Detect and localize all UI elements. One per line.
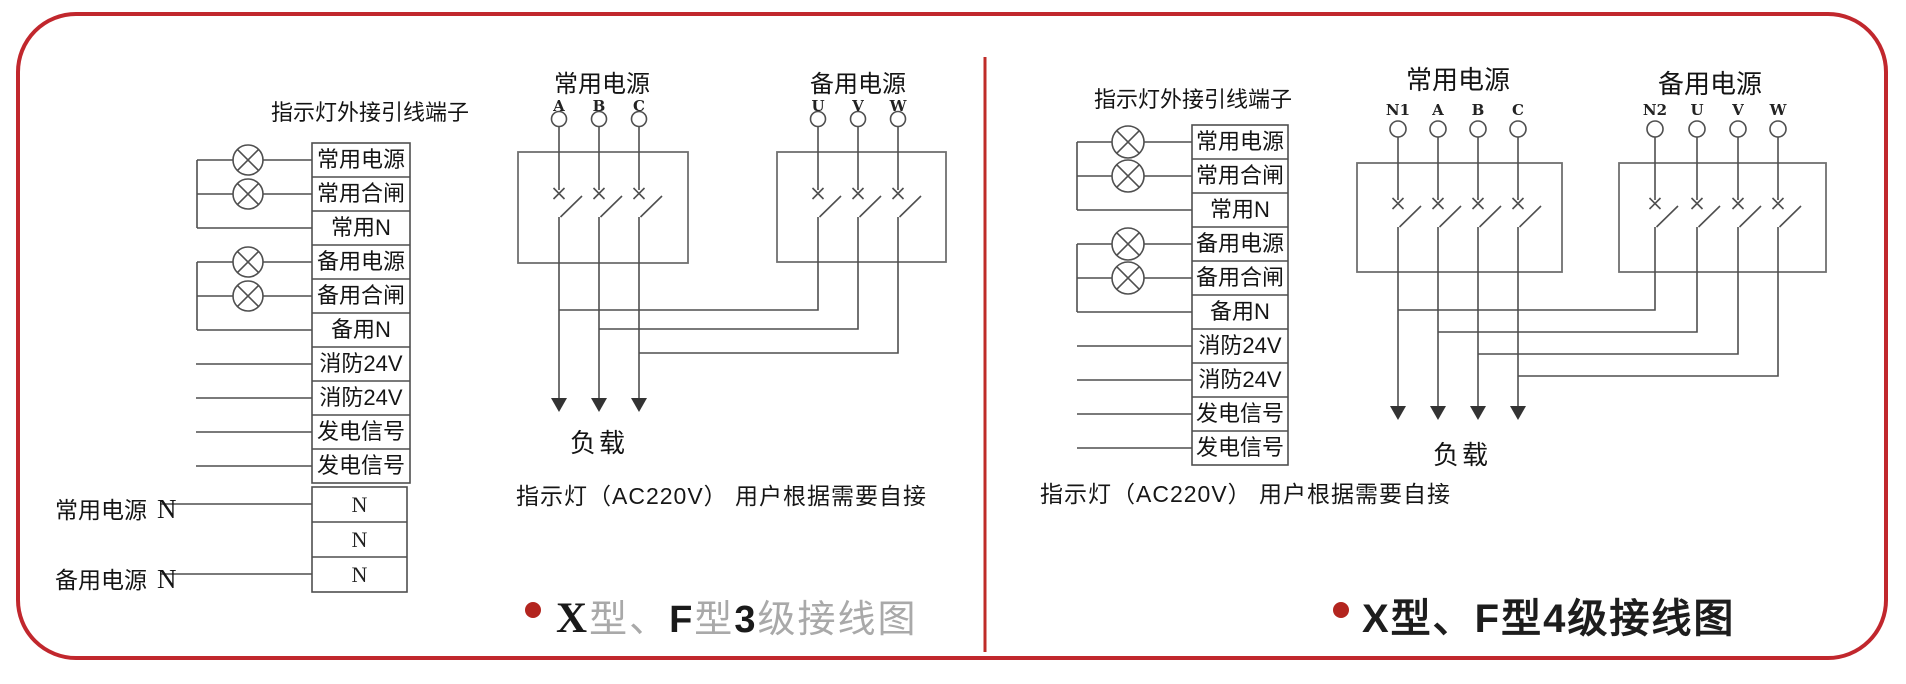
phase-label: N1 [1385, 101, 1411, 119]
right-normal-source-title: 常用电源 [1405, 65, 1510, 95]
left-load-label: 负载 [569, 428, 628, 458]
left-normal-source-title: 常用电源 [554, 71, 650, 98]
load-arrow-icon [1390, 406, 1406, 420]
phase-label: U [811, 97, 825, 115]
load-arrow-icon [1510, 406, 1526, 420]
phase-label: U [1690, 101, 1704, 119]
terminal-row: 常用N [1210, 197, 1270, 222]
right-load-wiring [1390, 227, 1779, 420]
right-terminal-title: 指示灯外接引线端子 [1093, 87, 1292, 112]
left-load-wiring [551, 217, 899, 412]
phase-label: A [1432, 101, 1444, 119]
left-normal-switch [517, 110, 689, 264]
load-arrow-icon [1430, 406, 1446, 420]
terminal-row: 备用电源 [1195, 231, 1284, 256]
terminal-row: 常用电源 [316, 147, 405, 172]
load-arrow-icon [1470, 406, 1486, 420]
n-terminal-row: N [351, 527, 368, 552]
bullet-icon [525, 602, 541, 618]
terminal-row: 消防24V [319, 385, 403, 410]
phase-label: C [1512, 101, 1524, 119]
terminal-row: 发电信号 [316, 419, 405, 444]
n-terminal-row: N [351, 492, 368, 517]
right-backup-switch [1618, 120, 1827, 273]
terminal-row: 消防24V [319, 351, 403, 376]
left-backup-source-title: 备用电源 [810, 71, 906, 98]
left-terminal-leads [160, 363, 312, 575]
terminal-row: 备用电源 [316, 249, 405, 274]
load-arrow-icon [591, 398, 607, 412]
terminal-row: 备用N [331, 317, 391, 342]
left-diagram [160, 110, 947, 593]
right-load-label: 负载 [1432, 440, 1491, 470]
terminal-row: 发电信号 [316, 453, 405, 478]
phase-label: V [852, 97, 864, 115]
bullet-icon [1333, 602, 1349, 618]
phase-label: C [633, 97, 645, 115]
left-lamp-group-normal [196, 144, 312, 229]
n-terminal-row: N [351, 562, 368, 587]
terminal-row: 备用合闸 [316, 283, 405, 308]
right-terminal-block-grid [1191, 124, 1289, 466]
phase-label: N2 [1642, 101, 1668, 119]
right-lamp-group-backup [1076, 227, 1192, 313]
right-note: 指示灯（AC220V） 用户根据需要自接 [1040, 481, 1452, 507]
load-arrow-icon [631, 398, 647, 412]
phase-label: W [1769, 101, 1787, 119]
right-lamp-group-normal [1076, 125, 1192, 211]
phase-label: V [1732, 101, 1744, 119]
terminal-row: 常用合闸 [1195, 163, 1284, 188]
terminal-row: 消防24V [1198, 367, 1282, 392]
left-caption: X型、F型3级接线图 [556, 595, 918, 642]
terminal-row: 备用N [1210, 299, 1270, 324]
terminal-row: 备用合闸 [1195, 265, 1284, 290]
right-backup-source-title: 备用电源 [1657, 69, 1762, 99]
terminal-row: 常用电源 [1195, 129, 1284, 154]
terminal-row: 常用N [331, 215, 391, 240]
right-terminal-leads [1077, 345, 1192, 449]
terminal-row: 常用合闸 [316, 181, 405, 206]
phase-label: B [1471, 101, 1485, 119]
terminal-row: 消防24V [1198, 333, 1282, 358]
phase-label: B [592, 97, 606, 115]
left-lamp-group-backup [196, 246, 312, 331]
phase-label: A [553, 97, 565, 115]
red-frame [16, 12, 1888, 660]
terminal-row: 发电信号 [1195, 435, 1284, 460]
left-terminal-block-grid [311, 142, 411, 593]
terminal-row: 发电信号 [1195, 401, 1284, 426]
phase-label: W [889, 97, 907, 115]
load-arrow-icon [551, 398, 567, 412]
left-backup-switch [776, 110, 947, 263]
left-terminal-title: 指示灯外接引线端子 [270, 100, 469, 125]
right-caption: X型、F型4级接线图 [1362, 597, 1736, 641]
right-normal-switch [1356, 120, 1563, 273]
right-diagram [1076, 120, 1827, 466]
left-note: 指示灯（AC220V） 用户根据需要自接 [516, 483, 928, 509]
